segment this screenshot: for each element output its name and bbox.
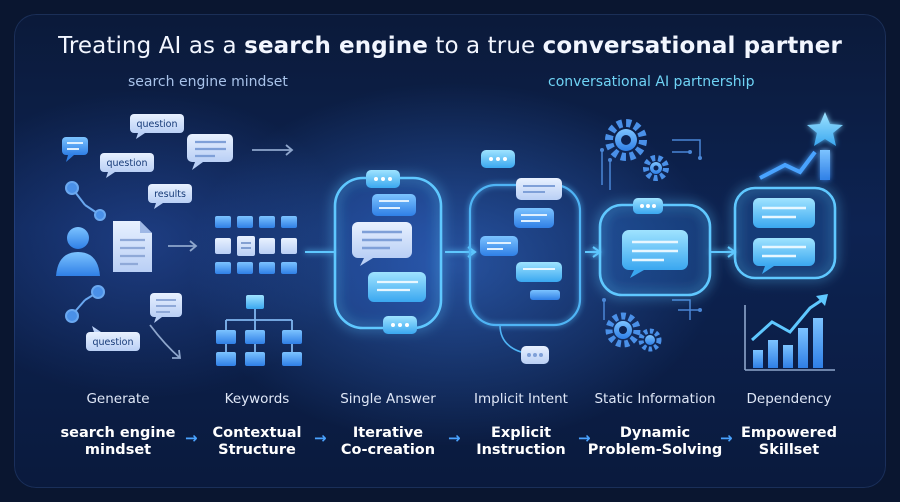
bubble-label-question-3: question (92, 337, 133, 348)
bubble-label-question-2: question (106, 158, 147, 169)
column-1-outcome: search engine mindset (28, 425, 208, 459)
column-2-outcome-line-2: Structure (218, 442, 296, 458)
column-5-outcome: Dynamic Problem-Solving (565, 425, 745, 459)
column-3-label: Single Answer (340, 391, 436, 407)
question-bubble-icon (62, 134, 233, 323)
column-2-outcome-line-1: Contextual (212, 425, 302, 441)
bubble-label-results: results (154, 189, 186, 200)
outcome-arrow-3: → (448, 429, 461, 447)
column-6-outcome-line-1: Empowered (741, 425, 837, 441)
grid-icon (215, 216, 297, 274)
column-4-outcome-line-1: Explicit (490, 425, 552, 441)
subtitle-left: search engine mindset (128, 74, 288, 90)
subtitle-right: conversational AI partnership (548, 74, 755, 90)
flow-arrows (149, 144, 294, 359)
outcome-arrow-2: → (314, 429, 327, 447)
question-bubble-3: question (86, 326, 140, 351)
results-bubble: results (148, 184, 192, 209)
column-3-outcome-line-2: Co-creation (340, 442, 436, 458)
user-icon (56, 227, 100, 276)
title-bold-partner: conversational partner (542, 33, 842, 59)
column-1-outcome-line-2: mindset (84, 442, 152, 458)
trend-chart-icon (744, 294, 835, 371)
title-prefix: Treating AI as a (58, 33, 245, 59)
instruction-bubbles (480, 150, 562, 364)
outcome-arrow-1: → (185, 429, 198, 447)
column-4-label: Implicit Intent (474, 391, 568, 407)
page-title: Treating AI as a search engine to a true… (0, 33, 900, 59)
gear-icon (605, 119, 669, 352)
question-bubble-1: question (130, 114, 184, 139)
column-3-outcome-line-1: Iterative (352, 425, 424, 441)
column-4-outcome-line-2: Instruction (476, 442, 566, 458)
skillset-bubbles (753, 198, 815, 274)
column-4-outcome: Explicit Instruction (431, 425, 611, 459)
column-1-outcome-line-1: search engine (60, 425, 176, 441)
hierarchy-icon (216, 295, 302, 366)
column-6-outcome-line-2: Skillset (758, 442, 820, 458)
column-1-label: Generate (86, 391, 150, 407)
column-5-outcome-line-1: Dynamic (619, 425, 691, 441)
title-middle: to a true (427, 33, 543, 59)
document-icon (113, 221, 152, 272)
column-6-outcome: Empowered Skillset (699, 425, 879, 459)
dynamic-bubbles (622, 198, 688, 278)
title-bold-search-engine: search engine (244, 33, 428, 59)
column-2-label: Keywords (224, 391, 290, 407)
column-3-outcome: Iterative Co-creation (298, 425, 478, 459)
column-6-label: Dependency (746, 391, 832, 407)
outcome-arrow-4: → (578, 429, 591, 447)
star-icon (759, 112, 843, 180)
chat-bubble-icon (352, 170, 426, 334)
column-5-label: Static Information (594, 391, 716, 407)
column-5-outcome-line-2: Problem-Solving (587, 442, 723, 458)
column-2-outcome: Contextual Structure (167, 425, 347, 459)
question-bubble-2: question (100, 153, 154, 178)
circuit-lines (600, 139, 702, 320)
outcome-arrow-5: → (720, 429, 733, 447)
bubble-label-question-1: question (136, 119, 177, 130)
network-nodes (65, 181, 106, 323)
